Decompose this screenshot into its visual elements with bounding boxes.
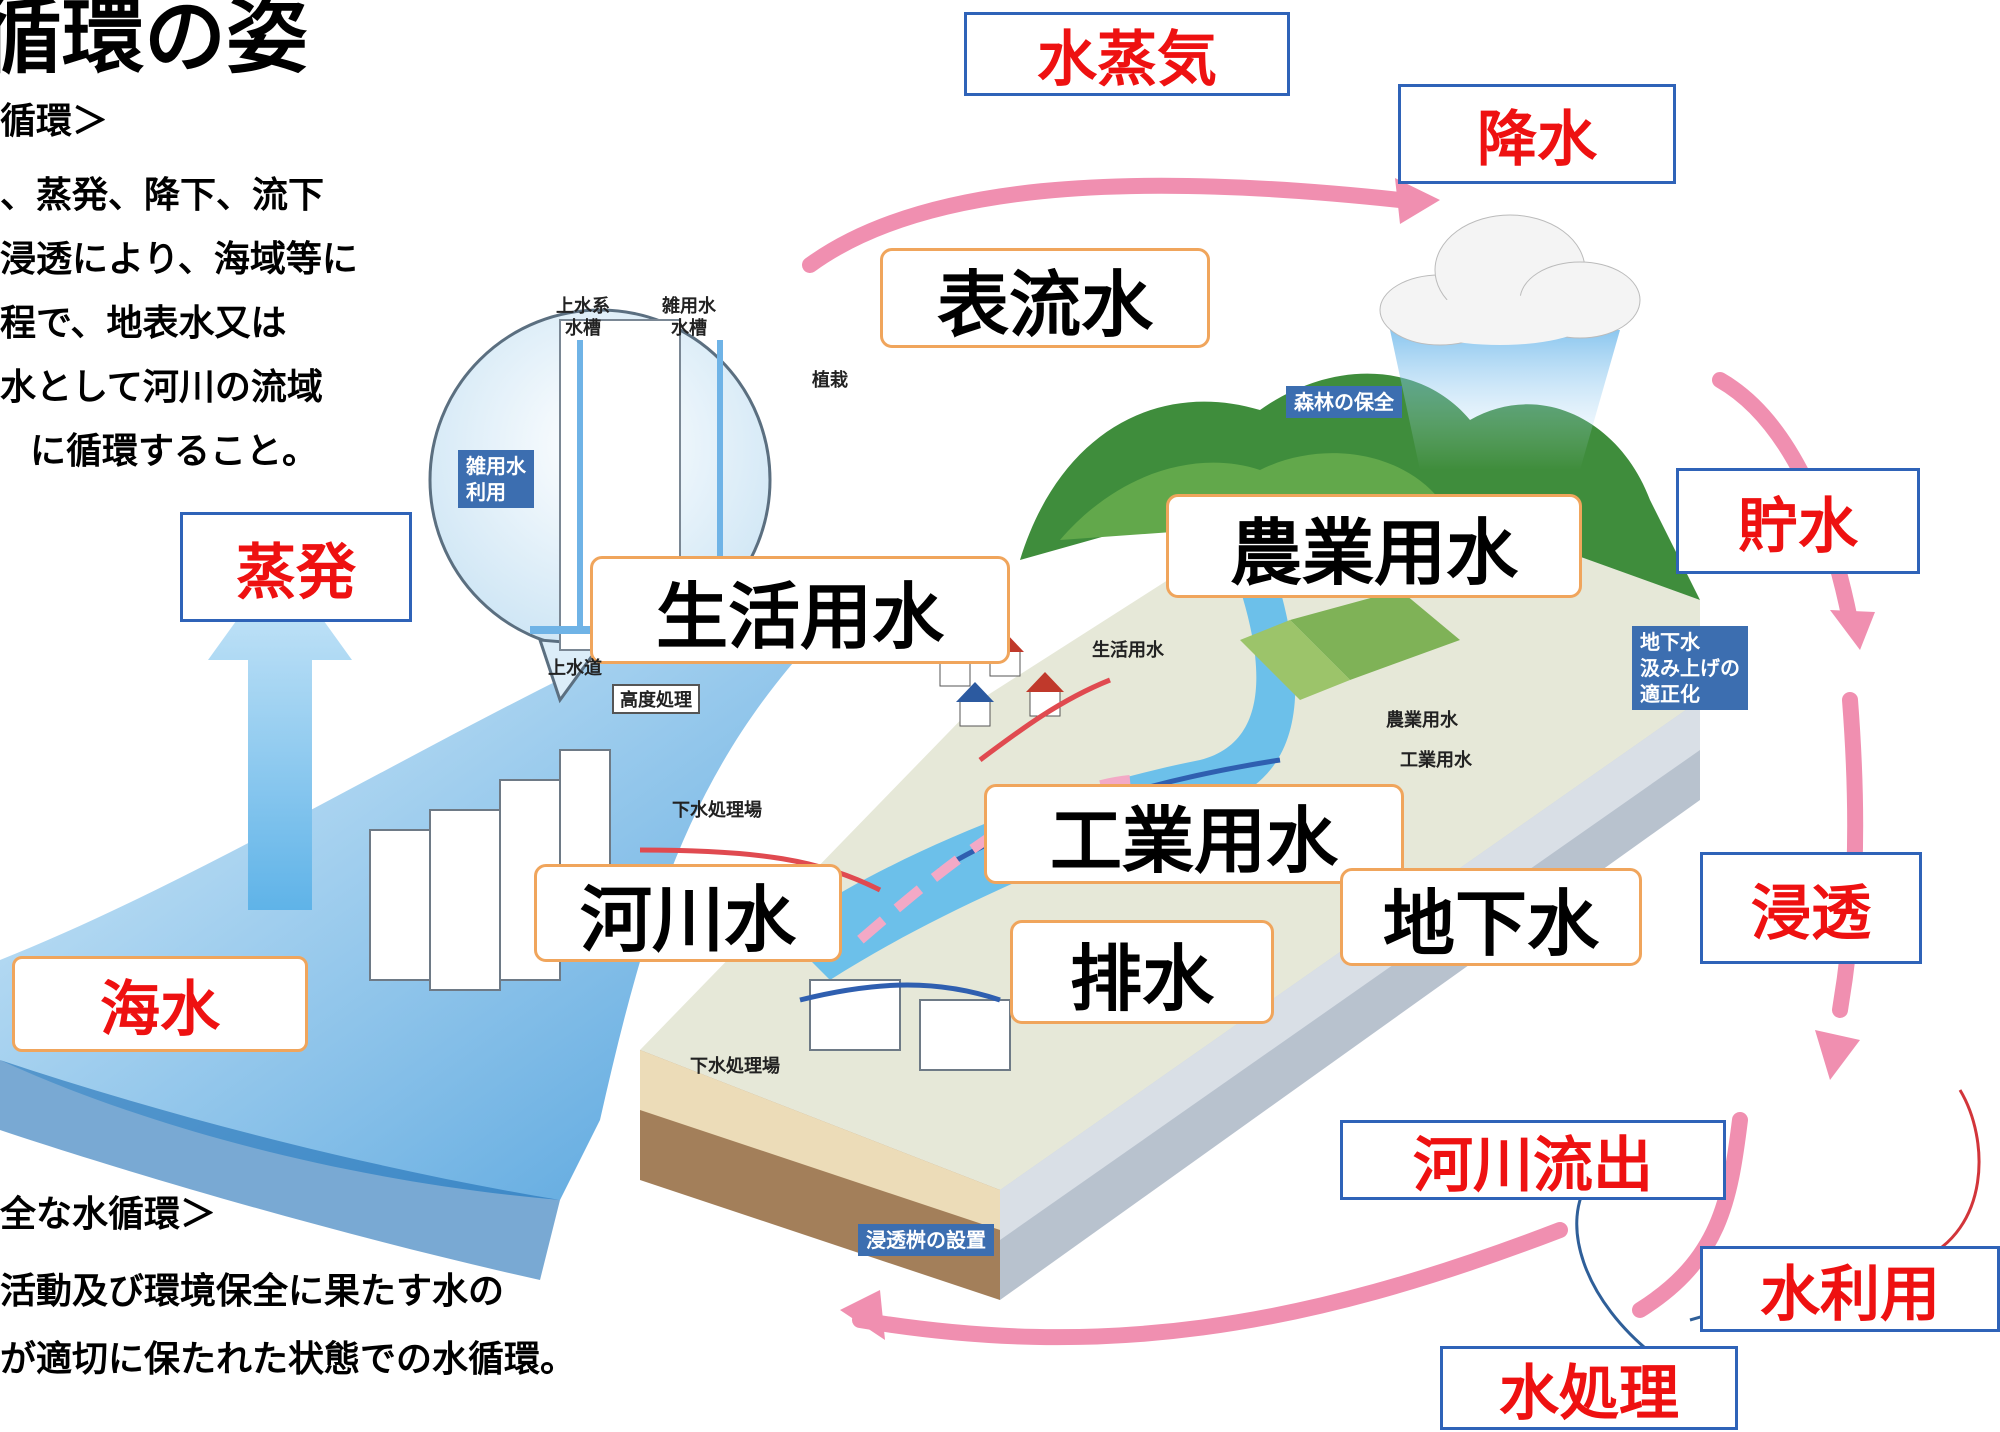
healthy-line: 活動及び環境保全に果たす水の xyxy=(0,1270,505,1312)
rain-cloud xyxy=(1379,214,1641,470)
forest-tag: 森林の保全 xyxy=(1286,386,1402,418)
evaporation-arrow xyxy=(208,560,352,910)
cycle-arrowheads xyxy=(840,178,1875,1340)
groundwater-pumping-tag: 地下水 汲み上げの 適正化 xyxy=(1632,626,1748,710)
label-drainage: 排水 xyxy=(1010,920,1274,1024)
label-steam: 水蒸気 xyxy=(964,12,1290,96)
misc-tank-label: 雑用水 水槽 xyxy=(662,296,716,339)
label-domestic-water: 生活用水 xyxy=(590,556,1010,664)
small-industrial-label: 工業用水 xyxy=(1400,750,1472,771)
dashed-pink-path xyxy=(856,775,1131,944)
label-agricultural-water: 農業用水 xyxy=(1166,494,1582,598)
label-water-treatment: 水処理 xyxy=(1440,1346,1738,1430)
advanced-treatment-label: 高度処理 xyxy=(612,684,700,714)
label-evaporation: 蒸発 xyxy=(180,512,412,622)
small-agri-label: 農業用水 xyxy=(1386,710,1458,731)
label-water-use: 水利用 xyxy=(1700,1246,2000,1332)
label-rain: 降水 xyxy=(1398,84,1676,184)
small-domestic-label: 生活用水 xyxy=(1092,640,1164,661)
tap-line-label: 上水道 xyxy=(548,658,602,679)
label-infiltration: 浸透 xyxy=(1700,852,1922,964)
sewage-plant-label: 下水処理場 xyxy=(672,800,762,821)
label-storage: 貯水 xyxy=(1676,468,1920,574)
definition-line: 、蒸発、降下、流下 xyxy=(0,174,325,216)
healthy-line: が適切に保たれた状態での水循環。 xyxy=(0,1338,577,1380)
infiltration-basin-tag: 浸透桝の設置 xyxy=(858,1224,994,1256)
definition-line: 水として河川の流域 xyxy=(0,366,323,408)
definition-heading: 循環＞ xyxy=(0,100,109,142)
label-river-outflow: 河川流出 xyxy=(1340,1120,1726,1201)
definition-line: に循環すること。 xyxy=(30,430,319,472)
label-groundwater: 地下水 xyxy=(1340,868,1642,966)
misc-use-tag: 雑用水 利用 xyxy=(458,450,534,508)
definition-line: 程で、地表水又は xyxy=(0,302,287,344)
label-industrial-water: 工業用水 xyxy=(984,784,1404,884)
label-river-water: 河川水 xyxy=(534,864,842,962)
definition-line: 浸透により、海域等に xyxy=(0,238,358,280)
tap-tank-label: 上水系 水槽 xyxy=(556,296,610,339)
healthy-heading: 全な水循環＞ xyxy=(0,1193,217,1235)
page-title: 循環の姿 xyxy=(0,0,309,85)
label-surface-water: 表流水 xyxy=(880,248,1210,348)
planting-label: 植栽 xyxy=(812,370,848,391)
label-seawater: 海水 xyxy=(12,956,308,1052)
sewage-plant-label: 下水処理場 xyxy=(690,1056,780,1077)
